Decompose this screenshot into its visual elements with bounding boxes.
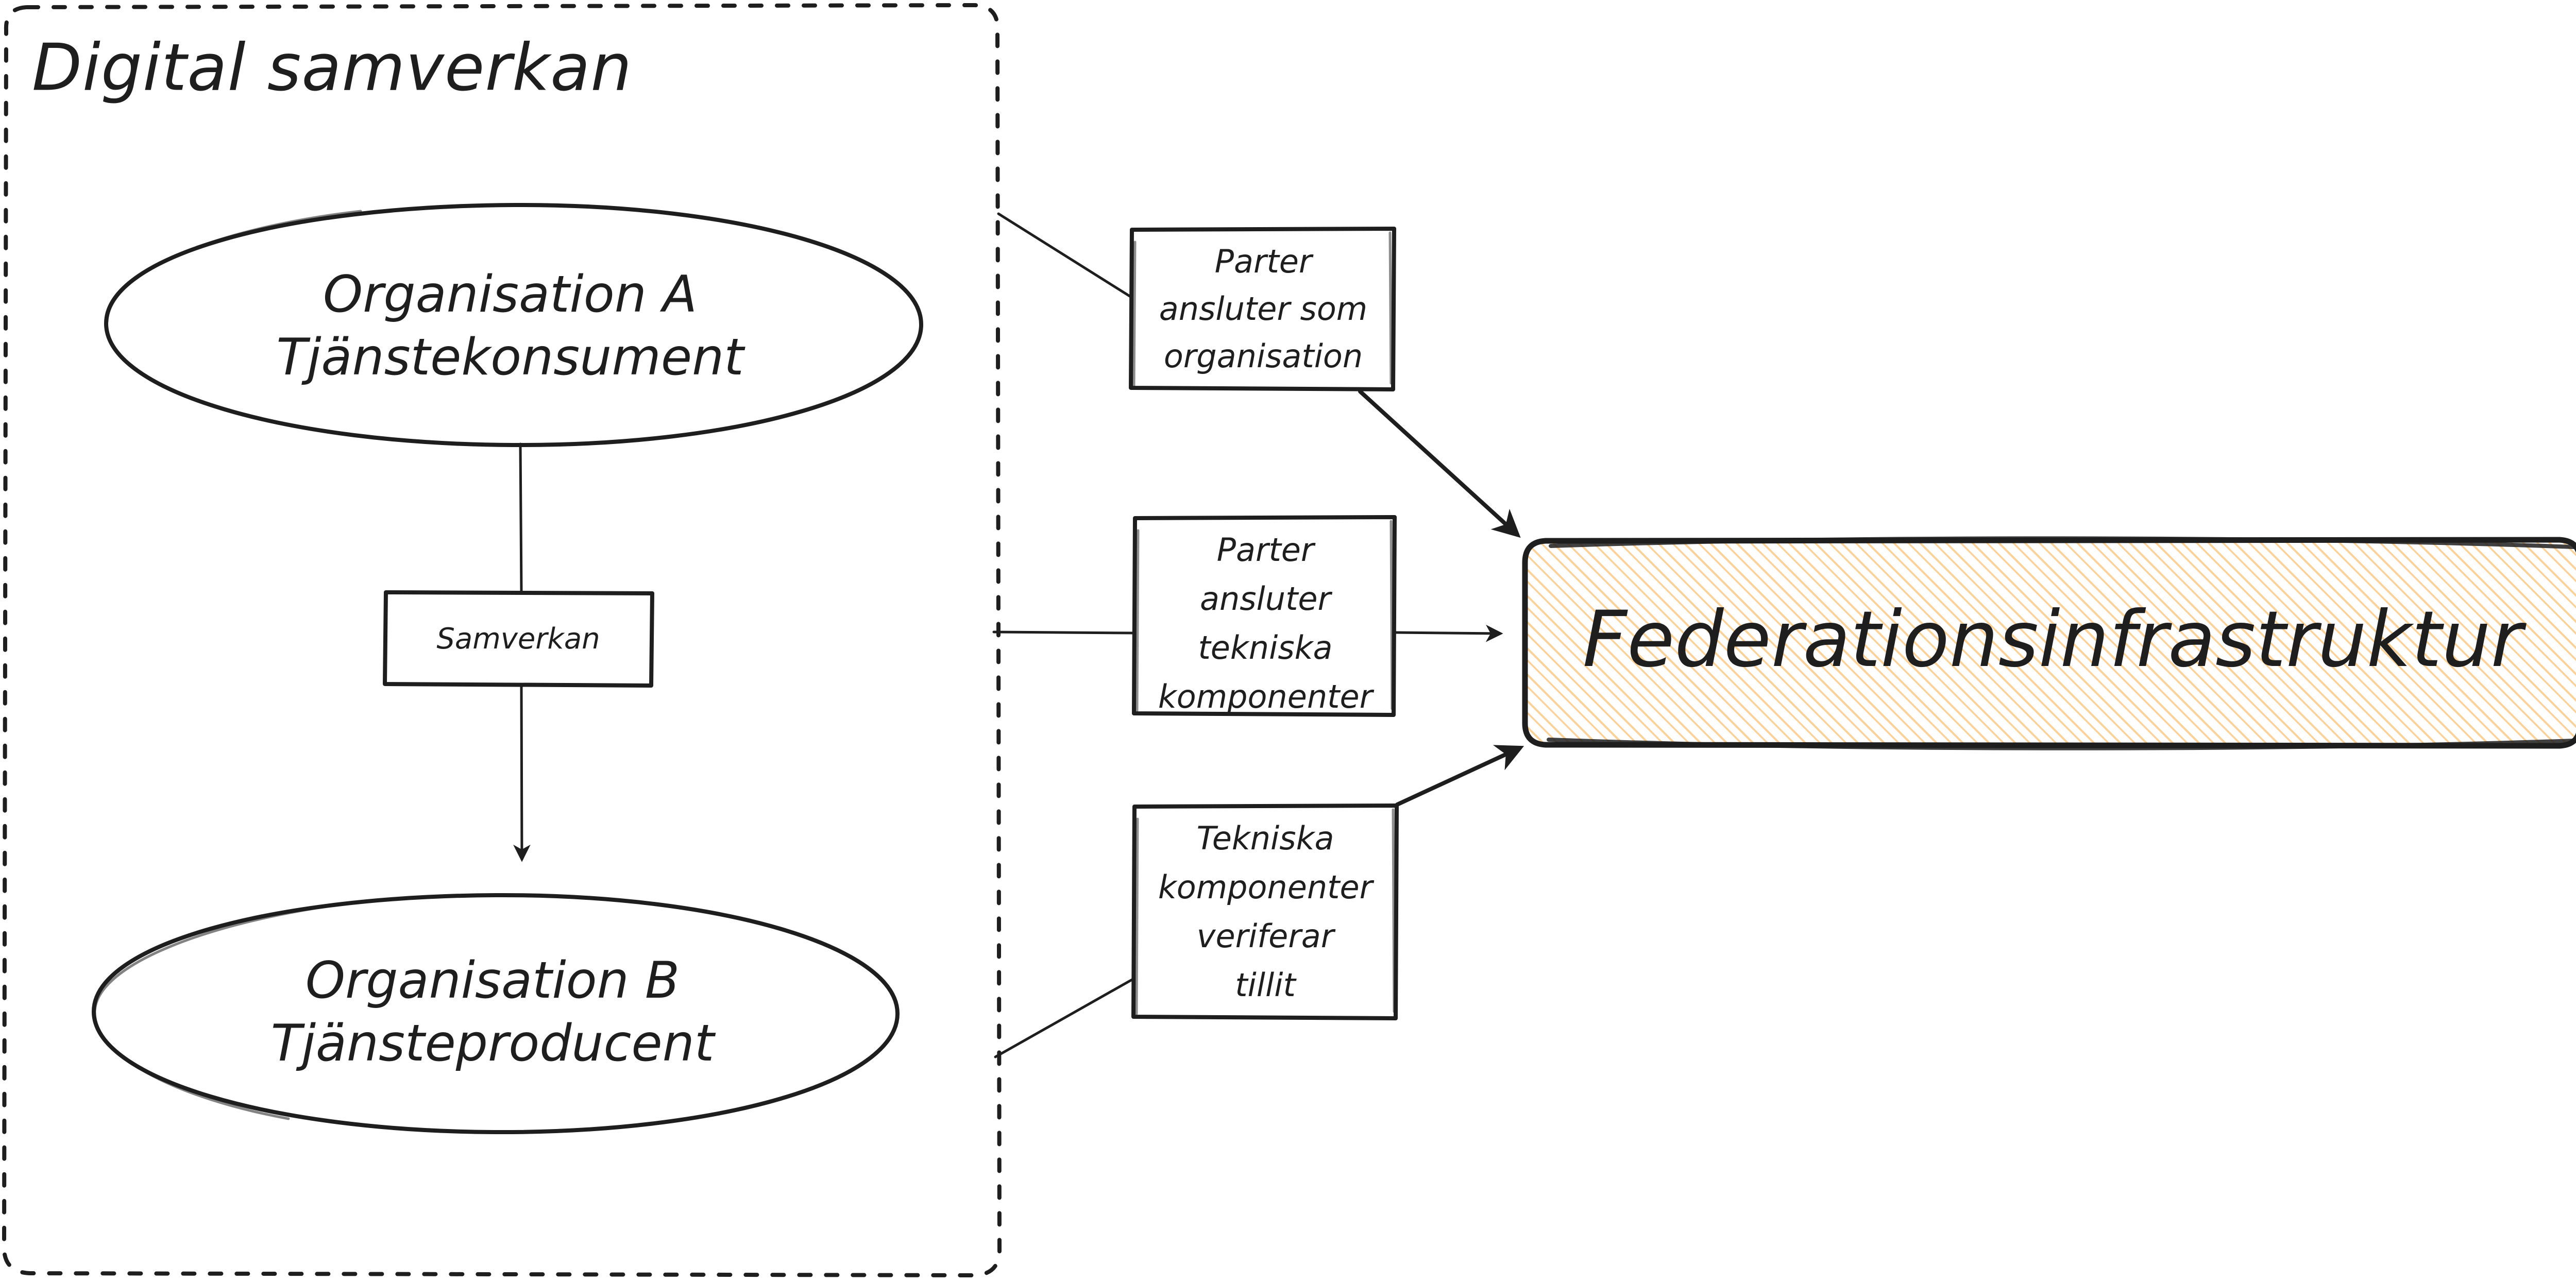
connector-samverkan-to-org-b[interactable] xyxy=(513,685,531,862)
relation-box-1-line-3: organisation xyxy=(1164,337,1363,375)
connector-boundary-to-relation-box-2[interactable] xyxy=(992,630,1135,635)
node-federationsinfrastruktur[interactable]: Federationsinfrastruktur xyxy=(1522,536,2576,750)
federation-box-outline xyxy=(1522,537,2576,749)
relation-box-1-line-2: ansluter som xyxy=(1159,290,1367,328)
relation-box-parter-ansluter-tekniska-komponenter[interactable]: Parter ansluter tekniska komponenter xyxy=(1132,515,1397,717)
relation-box-3-line-3: veriferar xyxy=(1197,917,1336,955)
digital-samverkan-container[interactable] xyxy=(2,3,1002,1278)
relation-box-2-line-1: Parter xyxy=(1217,531,1316,569)
relation-box-2-line-3: tekniska xyxy=(1198,629,1332,666)
relation-box-2-outline xyxy=(1132,515,1397,717)
org-a-ellipse-outline xyxy=(104,202,923,448)
org-b-line-2: Tjänsteproducent xyxy=(271,1014,716,1073)
connector-boundary-to-relation-box-1[interactable] xyxy=(997,212,1133,299)
relation-box-2-sketch-overlay xyxy=(1136,520,1394,712)
node-organisation-a[interactable]: Organisation A Tjänstekonsument xyxy=(104,202,923,448)
connector-relation-box-2-to-federation[interactable] xyxy=(1394,624,1503,642)
node-samverkan[interactable]: Samverkan xyxy=(383,590,654,688)
federation-box-hatch-fill xyxy=(1525,540,2576,746)
connector-relation-box-3-to-federation[interactable] xyxy=(1395,745,1524,807)
samverkan-box-outline xyxy=(383,590,654,688)
connector-boundary-to-relation-box-3[interactable] xyxy=(994,978,1134,1058)
relation-box-tekniska-komponenter-verifierar-tillit[interactable]: Tekniska komponenter veriferar tillit xyxy=(1131,804,1399,1020)
relation-box-1-line-1: Parter xyxy=(1215,243,1314,280)
federation-label: Federationsinfrastruktur xyxy=(1583,595,2527,685)
relation-box-2-line-2: ansluter xyxy=(1200,580,1333,618)
container-dashed-border xyxy=(2,3,1002,1278)
connector-org-a-to-samverkan[interactable] xyxy=(519,442,523,593)
federation-box-sketch-overlay xyxy=(1547,536,2576,750)
relation-box-3-sketch-overlay xyxy=(1135,808,1396,1015)
connector-relation-box-1-to-federation[interactable] xyxy=(1358,389,1521,538)
org-a-ellipse-sketch-overlay xyxy=(106,210,362,323)
container-title: Digital samverkan xyxy=(32,30,632,106)
relation-box-2-line-4: komponenter xyxy=(1158,678,1375,715)
org-b-ellipse-sketch-overlay xyxy=(93,901,357,1120)
org-b-line-1: Organisation B xyxy=(306,951,680,1010)
relation-box-1-sketch-overlay xyxy=(1132,231,1393,388)
relation-box-1-outline xyxy=(1129,227,1396,391)
org-a-line-2: Tjänstekonsument xyxy=(276,328,745,387)
relation-box-parter-ansluter-som-organisation[interactable]: Parter ansluter som organisation xyxy=(1129,227,1396,391)
relation-box-3-line-4: tillit xyxy=(1235,966,1297,1004)
node-organisation-b[interactable]: Organisation B Tjänsteproducent xyxy=(92,893,900,1135)
relation-box-3-outline xyxy=(1131,804,1399,1020)
relation-box-3-line-1: Tekniska xyxy=(1197,819,1334,857)
relation-box-3-line-2: komponenter xyxy=(1158,868,1375,906)
samverkan-label: Samverkan xyxy=(436,622,600,656)
org-b-ellipse-outline xyxy=(92,893,900,1135)
org-a-line-1: Organisation A xyxy=(323,265,697,324)
